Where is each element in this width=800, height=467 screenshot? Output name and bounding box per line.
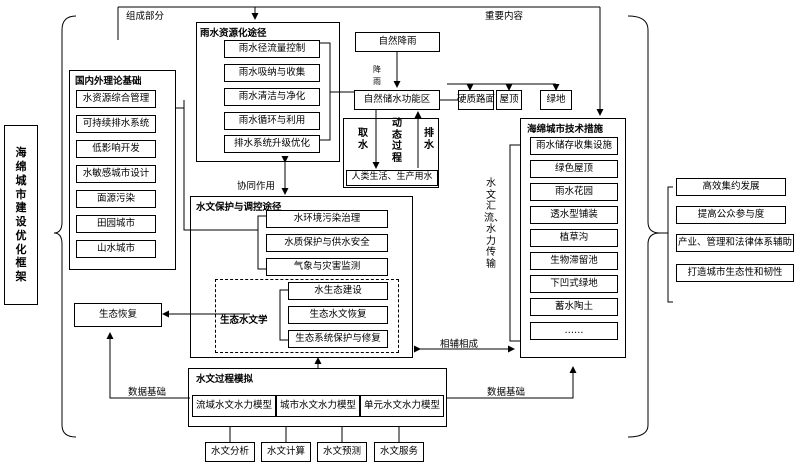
cycle-group [343,118,439,188]
theory-item: 低影响开发 [76,140,156,158]
goal-item: 提高公众参与度 [676,206,786,224]
surface-green: 绿地 [540,90,572,110]
surface-road: 硬质路面 [457,90,495,110]
eco-restore: 生态恢复 [74,303,162,327]
sim-model: 城市水文水力模型 [276,395,360,417]
app-item: 水文计算 [261,442,311,462]
goal-item: 产业、管理和法律体系辅助 [676,234,794,252]
eco-item: 生态系统保护与修复 [288,330,388,348]
drain-label: 排水 [424,128,434,151]
simulation-group [188,368,447,427]
tech-item: 绿色屋顶 [530,160,618,178]
protection-item: 水质保护与供水安全 [266,234,388,252]
tech-item: …… [530,322,618,340]
sim-model: 单元水文水力模型 [360,395,444,417]
rainwater-upgrade: 排水系统升级优化 [224,135,320,153]
rainwater-item: 雨水径流量控制 [224,40,320,58]
simulation-title: 水文过程模拟 [196,374,254,385]
rainwater-item: 雨水清洁与净化 [224,88,320,106]
flow-label: 水文汇流、水力传输 [484,178,504,270]
eco-title: 生态水文学 [220,315,268,326]
theory-item: 面源污染 [76,190,156,208]
theory-item: 水敏感城市设计 [76,165,156,183]
goal-item: 高效集约发展 [676,178,786,196]
rainwater-title: 雨水资源化途径 [200,28,267,39]
tech-item: 雨水花园 [530,183,618,201]
content-label: 重要内容 [485,11,524,22]
protection-group [190,196,413,358]
synergy-label: 协同作用 [237,181,276,192]
sim-model: 流域水文水力模型 [192,395,276,417]
app-item: 水文服务 [374,442,424,462]
tech-item: 雨水储存收集设施 [530,137,618,155]
theory-item: 可持续排水系统 [76,115,156,133]
eco-group [215,279,399,353]
theory-group [69,70,176,270]
data-basis-left: 数据基础 [128,387,167,398]
goal-item: 打造城市生态性和韧性 [676,264,794,282]
human-use: 人类生活、生产用水 [346,170,438,186]
rain-label: 降雨 [373,65,381,86]
theory-title: 国内外理论基础 [75,76,142,87]
protection-item: 水环境污染治理 [266,210,388,228]
tech-item: 生物滞留池 [530,252,618,270]
data-basis-right: 数据基础 [487,387,526,398]
theory-item: 水资源综合管理 [76,90,156,108]
tech-item: 蓄水陶土 [530,298,618,316]
rainwater-group [196,22,340,162]
eco-item: 生态水文恢复 [288,306,388,324]
mutual-label: 相辅相成 [440,339,479,350]
app-item: 水文分析 [205,442,255,462]
tech-item: 透水型铺装 [530,206,618,224]
flow-label-a: 水文汇流、水力传输 [484,178,504,270]
withdraw-label: 取水 [358,128,368,151]
framework-title-box: 海绵城市建设优化框架 [4,125,38,305]
tech-item: 植草沟 [530,229,618,247]
protection-item: 气象与灾害监测 [266,258,388,276]
app-item: 水文预测 [317,442,367,462]
tech-title: 海绵城市技术措施 [527,124,604,135]
theory-item: 田园城市 [76,215,156,233]
theory-item: 山水城市 [76,240,156,258]
framework-title: 海绵城市建设优化框架 [15,146,27,283]
eco-item: 水生态建设 [288,282,388,300]
protection-title: 水文保护与调控途径 [196,202,282,213]
surface-roof: 屋顶 [496,90,522,110]
dynamic-label: 动态过程 [392,118,402,164]
tech-group [520,118,626,358]
rainwater-item: 雨水循环与利用 [224,112,320,130]
components-label: 组成部分 [126,11,165,22]
storage-area: 自然储水功能区 [354,90,440,110]
natural-rain: 自然降雨 [355,32,440,52]
tech-item: 下凹式绿地 [530,275,618,293]
rainwater-item: 雨水吸纳与收集 [224,64,320,82]
